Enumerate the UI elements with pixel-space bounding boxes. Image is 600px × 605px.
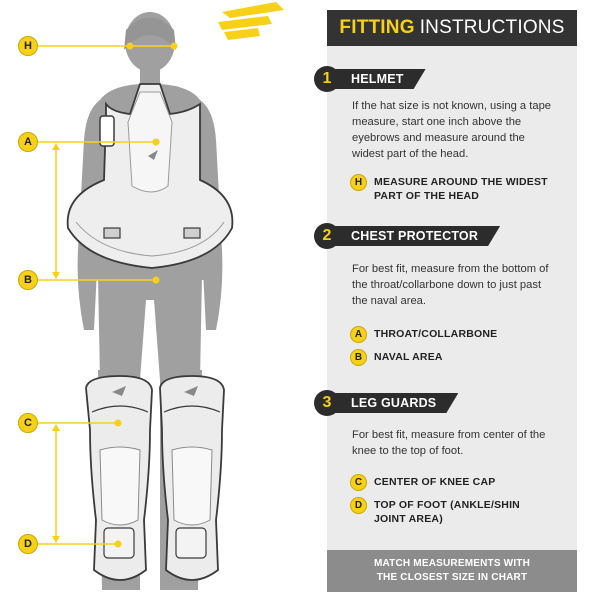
marker-h: H xyxy=(18,36,38,56)
section-chest-protector: 2 CHEST PROTECTOR For best fit, measure … xyxy=(314,223,577,366)
panel-title: FITTING INSTRUCTIONS xyxy=(327,10,577,46)
marker-b: B xyxy=(18,270,38,290)
section-title: LEG GUARDS xyxy=(333,393,458,413)
footer-line-2: THE CLOSEST SIZE IN CHART xyxy=(376,572,528,583)
section-description: For best fit, measure from center of the… xyxy=(352,429,546,457)
fitting-instructions-panel: FITTING INSTRUCTIONS 1 HELMET If the hat… xyxy=(314,10,577,592)
body-diagram: H A B C D xyxy=(18,2,284,590)
panel-title-highlight: FITTING xyxy=(339,17,415,38)
marker-d: D xyxy=(18,534,38,554)
measure-item-h: H MEASURE AROUND THE WIDEST PART OF THE … xyxy=(350,174,554,203)
section-helmet: 1 HELMET If the hat size is not known, u… xyxy=(314,66,577,202)
section-header: 2 CHEST PROTECTOR xyxy=(314,223,577,249)
section-title: CHEST PROTECTOR xyxy=(333,226,500,246)
marker-badge: C xyxy=(350,474,367,491)
brand-logo-icon xyxy=(218,2,284,40)
section-number: 2 xyxy=(314,223,340,249)
marker-a: A xyxy=(18,132,38,152)
marker-badge: B xyxy=(350,349,367,366)
footer-note: MATCH MEASUREMENTS WITH THE CLOSEST SIZE… xyxy=(327,550,577,592)
measure-label: THROAT/COLLARBONE xyxy=(374,328,498,340)
marker-badge: A xyxy=(350,326,367,343)
marker-c: C xyxy=(18,413,38,433)
measure-label: TOP OF FOOT (ANKLE/SHIN JOINT AREA) xyxy=(374,499,520,525)
section-number: 1 xyxy=(314,66,340,92)
footer-line-1: MATCH MEASUREMENTS WITH xyxy=(373,558,531,569)
measure-label: CENTER OF KNEE CAP xyxy=(374,476,496,488)
measure-item-b: B NAVAL AREA xyxy=(350,349,443,366)
leg-guard-icon xyxy=(85,375,225,581)
measure-label: MEASURE AROUND THE WIDEST PART OF THE HE… xyxy=(374,176,548,202)
marker-badge: H xyxy=(350,174,367,191)
section-description: For best fit, measure from the bottom of… xyxy=(352,263,549,307)
section-leg-guards: 3 LEG GUARDS For best fit, measure from … xyxy=(314,390,577,525)
body-silhouette-icon xyxy=(36,2,284,590)
section-number: 3 xyxy=(314,390,340,416)
measure-item-a: A THROAT/COLLARBONE xyxy=(350,326,497,343)
panel-title-rest: INSTRUCTIONS xyxy=(419,17,565,38)
measure-item-c: C CENTER OF KNEE CAP xyxy=(350,474,495,491)
section-header: 3 LEG GUARDS xyxy=(314,390,577,416)
section-header: 1 HELMET xyxy=(314,66,577,92)
marker-badge: D xyxy=(350,497,367,514)
section-description: If the hat size is not known, using a ta… xyxy=(352,100,552,160)
measure-label: NAVAL AREA xyxy=(374,351,443,363)
measure-item-d: D TOP OF FOOT (ANKLE/SHIN JOINT AREA) xyxy=(350,497,529,526)
section-title: HELMET xyxy=(333,69,426,89)
